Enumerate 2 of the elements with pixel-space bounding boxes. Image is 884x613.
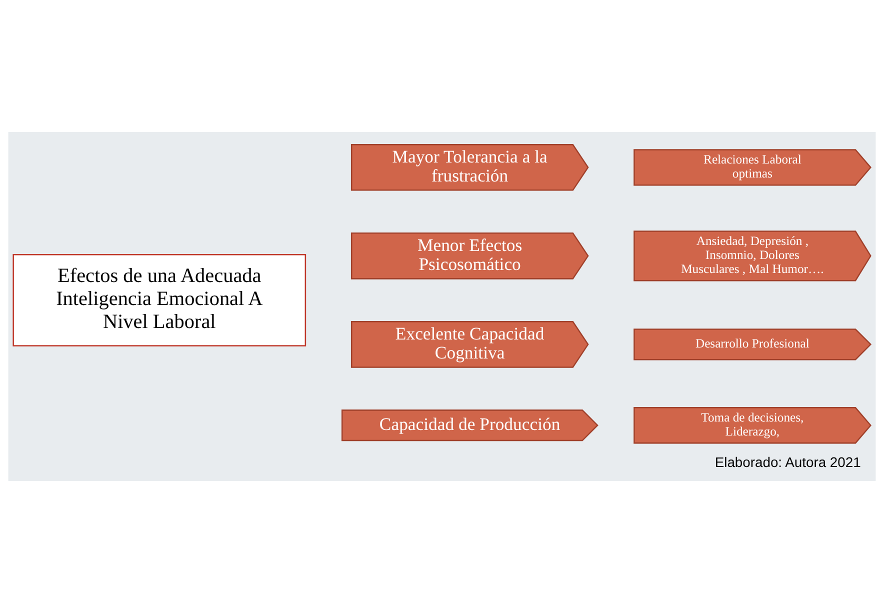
node-box: Efectos de una Adecuada Inteligencia Emocional A Nivel Laboral xyxy=(12,254,306,346)
caption: Elaborado: Autora 2021 xyxy=(714,454,861,470)
